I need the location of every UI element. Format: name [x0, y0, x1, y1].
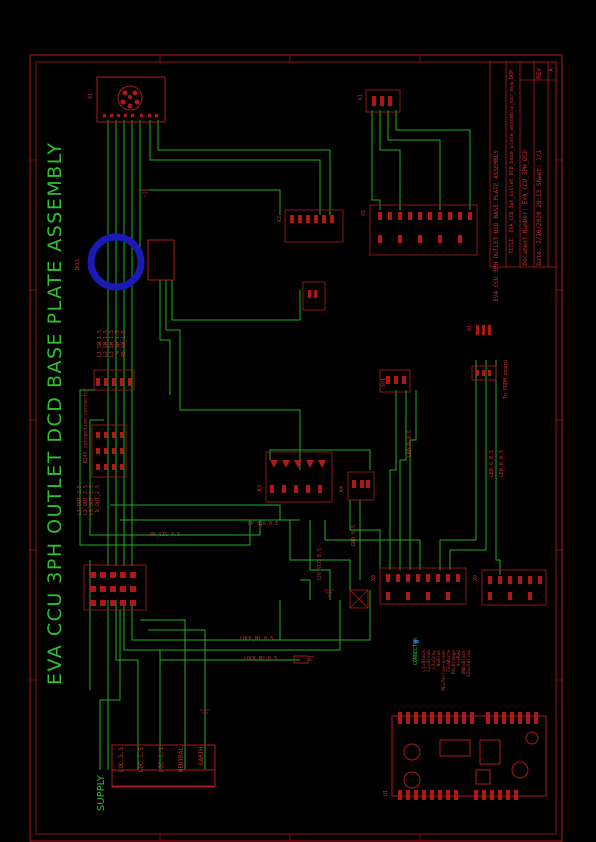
tb-date: Date: 2/16/2020 20:13 Sheet: 1/1	[536, 150, 543, 266]
ref-x8: X8	[371, 575, 377, 582]
ref-k4: K4	[339, 486, 345, 493]
wire-label: LED_B_0.5	[499, 450, 505, 478]
wire-label: N_OUT_2.5	[95, 485, 101, 513]
legend-marker	[414, 640, 419, 643]
supply-box	[111, 744, 216, 788]
legend-item: SIG=Yellow	[467, 650, 472, 678]
ref-f1: F1	[309, 655, 315, 662]
tb-rev-label: REV	[536, 68, 543, 79]
center-pins	[270, 325, 542, 600]
ref-q1: Q1	[467, 325, 473, 332]
wire-label: LED_G_0.5	[489, 450, 495, 478]
relay-pins	[90, 378, 136, 606]
wire-label: CP_SIG_0.5	[248, 521, 279, 527]
supply-pin-label: LOC 5.5	[118, 747, 125, 773]
connector-x1	[96, 76, 166, 123]
main-title: EVA CCU 3PH OUTLET DCD BASE PLATE ASSEMB…	[44, 141, 66, 685]
supply-title: SUPPLY	[96, 775, 107, 812]
fuse-icon	[293, 655, 309, 664]
wire-label: LED_R_0.5	[407, 430, 413, 458]
dccl-module	[147, 239, 175, 281]
wire-label: 12V_VCC_0.5	[317, 548, 323, 582]
tb-docnum: Document Number: EVA_CCU_3PH_DCD	[522, 150, 529, 266]
tb-title: EVA CCU 3PH OUTLET DCD BASE PLATE ASSEMB…	[493, 150, 500, 302]
ref-sv1: SV1	[381, 378, 387, 388]
wires	[79, 110, 501, 770]
legend-heading: CONNECTOR	[413, 638, 419, 666]
relay-group-k	[83, 369, 147, 611]
rj45-note: RJ45 connection connector	[83, 388, 89, 464]
ref-k3: K3	[257, 485, 263, 492]
ref-x2: X2	[277, 216, 283, 223]
right-upper-components	[284, 89, 478, 311]
ref-x1: X1	[88, 93, 94, 100]
tb-file: TITLE: EVA_CCU_3ph_outlet_DCD_base_plate…	[509, 70, 515, 254]
ref-u1: U1	[383, 790, 389, 797]
frame-ticks	[30, 55, 562, 841]
dccl-ring-icon	[87, 233, 145, 291]
ref-x9: X9	[473, 575, 479, 582]
wire-label: LOCK_M1_0.5	[240, 636, 274, 642]
wire-label: PE_SW_1.5	[121, 330, 127, 358]
supply-pin-label: EARTH	[198, 747, 205, 766]
ref-k1: K1	[358, 94, 364, 101]
title-block	[489, 61, 557, 268]
ref-x5: X5	[361, 210, 367, 217]
ground-symbol-icon	[140, 189, 334, 717]
ref-dccl: DCCL	[75, 258, 81, 271]
inner-frame	[35, 61, 557, 835]
supply-terminal	[111, 769, 216, 787]
wire-label: GND_0.5	[351, 525, 357, 547]
wire-label: LOCK_M2_0.5	[244, 656, 278, 662]
supply-pin-label: LOC 1.1	[158, 747, 165, 773]
supply-pin-label: NEUTRAL	[178, 747, 185, 773]
outer-frame	[29, 54, 563, 842]
tb-rev-value: A	[548, 68, 555, 72]
to-board-note: To FRDM board	[503, 360, 509, 400]
wire-label: PP_SIG_0.5	[150, 532, 181, 538]
supply-pin-label: LOC 1.5	[138, 747, 145, 773]
center-components	[265, 365, 547, 609]
right-upper-pins	[290, 96, 472, 298]
controller-board-u1	[391, 712, 547, 800]
